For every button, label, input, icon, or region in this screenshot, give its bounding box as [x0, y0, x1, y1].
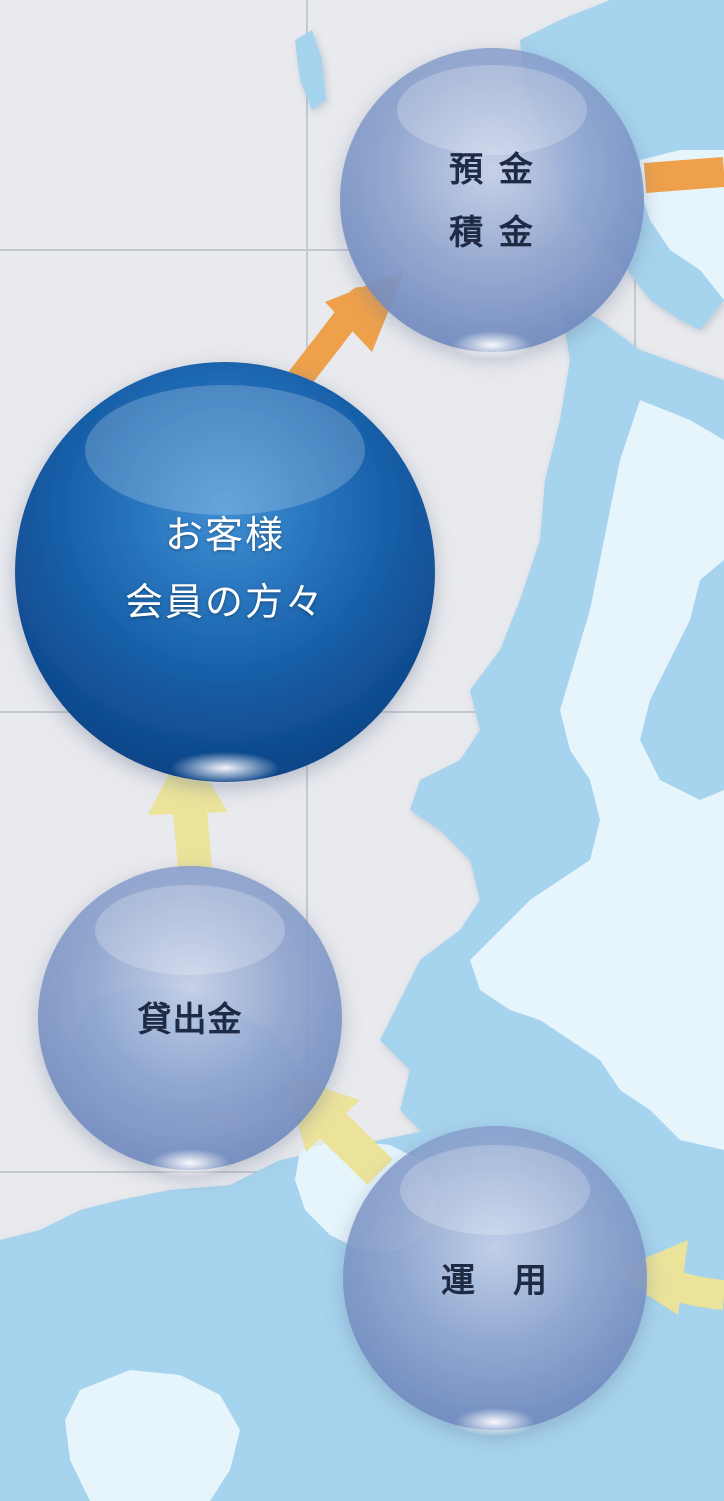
investment-label: 運 用	[441, 1261, 549, 1301]
deposits-label-2: 積 金	[449, 213, 535, 253]
customers-sphere	[15, 362, 435, 784]
deposits-sphere	[340, 48, 644, 359]
loans-sphere	[38, 866, 342, 1177]
customers-label-2: 会員の方々	[124, 580, 325, 624]
customers-label-1: お客様	[164, 513, 285, 557]
arrow-right-to-investment	[612, 1240, 724, 1315]
deposits-label-1: 預 金	[449, 150, 535, 190]
loans-label: 貸出金	[137, 1000, 243, 1040]
investment-sphere	[343, 1126, 647, 1436]
arrow-deposits-to-right	[643, 157, 724, 193]
